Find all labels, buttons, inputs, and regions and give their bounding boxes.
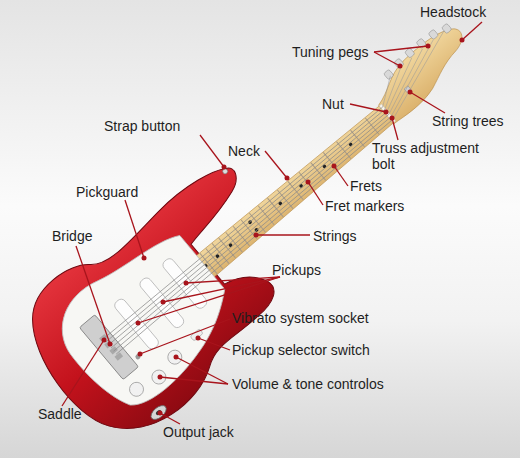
part-label: Output jack bbox=[163, 424, 234, 440]
leader-line bbox=[374, 52, 400, 66]
string bbox=[370, 76, 402, 107]
pickup bbox=[138, 276, 186, 330]
leader-dot bbox=[161, 300, 166, 305]
part-label: Vibrato system socket bbox=[232, 310, 369, 326]
fret-marker bbox=[278, 201, 283, 206]
leader-dot bbox=[174, 355, 179, 360]
bridge bbox=[79, 315, 138, 380]
part-label: Strings bbox=[313, 228, 357, 244]
part-label: Saddle bbox=[38, 406, 82, 422]
leader-line bbox=[160, 377, 228, 384]
leader-dots bbox=[102, 38, 465, 416]
part-label: Strap button bbox=[104, 118, 180, 134]
saddle bbox=[115, 352, 124, 360]
leader-line bbox=[334, 166, 348, 186]
leader-dot bbox=[136, 321, 141, 326]
leader-line bbox=[163, 277, 280, 302]
part-label: Headstock bbox=[420, 4, 486, 20]
leader-dot bbox=[196, 336, 201, 341]
leader-dot bbox=[408, 90, 413, 95]
leader-line bbox=[392, 118, 398, 140]
fret-marker bbox=[228, 243, 233, 248]
string bbox=[370, 67, 415, 110]
leader-line bbox=[198, 338, 230, 350]
guitar bbox=[4, 0, 520, 458]
tuning-peg bbox=[405, 48, 416, 59]
leader-dot bbox=[184, 281, 189, 286]
part-label: Nut bbox=[322, 96, 344, 112]
string bbox=[113, 117, 392, 351]
leader-line bbox=[62, 340, 104, 406]
tuning-peg bbox=[383, 69, 394, 80]
leader-dot bbox=[384, 110, 389, 115]
leader-dot bbox=[285, 176, 290, 181]
part-label: Bridge bbox=[52, 228, 92, 244]
string bbox=[108, 112, 386, 346]
output-jack-hole bbox=[155, 409, 162, 416]
leader-dot bbox=[254, 233, 259, 238]
leader-line bbox=[76, 246, 110, 344]
part-label: String trees bbox=[432, 113, 504, 129]
part-label: Volume & tone controlos bbox=[232, 376, 384, 392]
leader-line bbox=[256, 234, 310, 235]
leader-line bbox=[140, 319, 230, 354]
headstock bbox=[367, 20, 480, 125]
control-knob bbox=[165, 347, 185, 367]
leader-dot bbox=[306, 180, 311, 185]
part-label: Fret markers bbox=[325, 198, 404, 214]
leader-dot bbox=[142, 256, 147, 261]
part-label: Pickup selector switch bbox=[232, 342, 370, 358]
leader-line bbox=[350, 104, 386, 112]
leader-dot bbox=[158, 411, 163, 416]
leader-dot bbox=[158, 375, 163, 380]
leader-line bbox=[125, 200, 144, 258]
control-knob bbox=[127, 379, 147, 399]
strings bbox=[92, 31, 467, 354]
leader-dot bbox=[102, 338, 107, 343]
leader-dot bbox=[426, 44, 431, 49]
string-tree bbox=[404, 86, 412, 94]
fret-marker bbox=[299, 183, 304, 188]
leader-lines bbox=[62, 22, 482, 424]
leader-dot bbox=[460, 38, 465, 43]
leader-line bbox=[374, 46, 428, 52]
leader-dot bbox=[390, 116, 395, 121]
leader-line bbox=[200, 135, 224, 167]
leader-line bbox=[410, 92, 445, 113]
leader-dot bbox=[108, 342, 113, 347]
string bbox=[370, 58, 428, 112]
tuning-peg bbox=[428, 29, 439, 40]
fret-marker bbox=[215, 254, 220, 259]
part-label: Frets bbox=[350, 178, 382, 194]
part-label: Truss adjustment bolt bbox=[372, 140, 494, 172]
output-jack bbox=[149, 403, 169, 422]
string bbox=[370, 40, 453, 117]
part-label: Neck bbox=[228, 143, 260, 159]
string bbox=[111, 114, 389, 348]
leader-dot bbox=[138, 352, 143, 357]
leader-line bbox=[265, 151, 287, 178]
part-label: Pickups bbox=[272, 262, 321, 278]
leader-dot bbox=[222, 165, 227, 170]
leader-dot bbox=[398, 64, 403, 69]
part-label: Pickguard bbox=[76, 184, 138, 200]
pickup bbox=[113, 297, 161, 351]
leader-dot bbox=[332, 164, 337, 169]
leader-line bbox=[308, 182, 323, 205]
leader-line bbox=[160, 413, 180, 424]
part-label: Tuning pegs bbox=[292, 44, 369, 60]
string bbox=[115, 119, 394, 354]
string bbox=[106, 109, 385, 343]
string bbox=[103, 106, 382, 341]
leader-line bbox=[462, 22, 482, 40]
string bbox=[370, 31, 466, 120]
